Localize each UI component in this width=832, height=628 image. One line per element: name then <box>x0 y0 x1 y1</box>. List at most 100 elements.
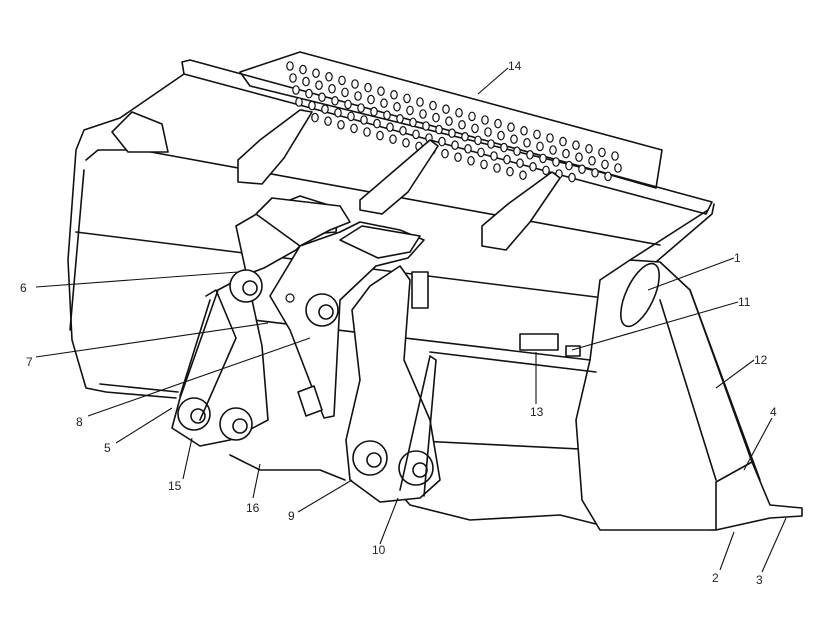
perforation-hole <box>334 108 342 118</box>
perforation-hole <box>549 145 557 155</box>
perforation-hole <box>611 151 619 161</box>
perforation-hole <box>448 128 456 138</box>
callout-8: 8 <box>76 415 83 429</box>
perforation-hole <box>350 123 358 134</box>
perforation-hole <box>542 165 550 176</box>
spill-guard <box>181 51 713 215</box>
callout-1: 1 <box>734 251 741 265</box>
perforation-hole <box>562 148 570 159</box>
perforation-hole <box>416 97 424 107</box>
leader-lines <box>35 67 787 573</box>
callout-7: 7 <box>26 355 33 369</box>
perforation-hole <box>507 122 515 132</box>
perforation-hole <box>363 127 371 137</box>
perforation-hole <box>559 136 567 147</box>
callout-4: 4 <box>770 405 777 419</box>
perforation-hole <box>451 140 459 150</box>
perforation-hole <box>568 172 576 183</box>
perforation-hole <box>585 144 593 154</box>
callout-11: 11 <box>738 295 751 309</box>
perforation-hole <box>490 151 498 161</box>
perforation-hole <box>604 171 612 182</box>
callout-10: 10 <box>372 543 386 557</box>
perforation-hole <box>435 124 443 135</box>
perforation-hole <box>510 134 518 144</box>
left-coupler <box>171 195 429 447</box>
perforation-hole <box>565 160 573 171</box>
perforation-hole <box>598 147 606 158</box>
perforation-hole <box>474 135 482 146</box>
perforation-hole <box>468 111 476 122</box>
perforation-hole <box>445 116 453 126</box>
perforation-hole <box>520 126 528 136</box>
callout-5: 5 <box>104 441 111 455</box>
perforation-hole <box>454 152 462 162</box>
perforation-hole <box>588 156 596 166</box>
perforation-hole <box>373 118 381 129</box>
perforation-hole <box>572 140 580 150</box>
perforation-hole <box>318 92 326 102</box>
perforation-hole <box>399 126 407 136</box>
perforation-hole <box>442 104 450 114</box>
perforation-hole <box>403 93 411 104</box>
rear-brackets <box>111 109 561 251</box>
perforation-hole <box>519 170 527 180</box>
perforation-hole <box>412 129 420 140</box>
perforation-hole <box>344 99 352 110</box>
perforation-hole <box>422 121 430 131</box>
perforation-hole <box>308 100 316 111</box>
perforation-hole <box>341 87 349 98</box>
perforation-hole <box>351 79 359 89</box>
perforation-hole <box>429 100 437 111</box>
perforation-hole <box>497 130 505 141</box>
callout-15: 15 <box>168 479 182 493</box>
perforation-hole <box>464 144 472 154</box>
perforation-hole <box>506 166 514 177</box>
perforation-hole <box>455 108 463 118</box>
perforation-hole <box>389 134 397 144</box>
perforation-hole <box>367 94 375 105</box>
callout-2: 2 <box>712 571 719 585</box>
perforation-hole <box>315 80 323 90</box>
perforation-hole <box>523 138 531 148</box>
perforation-hole <box>438 136 446 147</box>
perforation-hole <box>324 116 332 126</box>
perforation-hole <box>406 105 414 116</box>
perforation-hole <box>513 146 521 156</box>
perforation-hole <box>364 82 372 93</box>
perforation-hole <box>337 120 345 130</box>
callout-14: 14 <box>508 59 522 73</box>
perforation-hole <box>409 117 417 128</box>
perforation-hole <box>311 112 319 123</box>
perforation-hole <box>383 110 391 120</box>
perforation-hole <box>575 152 583 162</box>
perforation-hole <box>484 127 492 137</box>
right-coupler <box>345 265 581 503</box>
perforation-hole <box>516 158 524 168</box>
callout-6: 6 <box>20 281 27 295</box>
perforation-hole <box>377 86 385 96</box>
perforation-hole <box>338 75 346 86</box>
perforation-hole <box>536 141 544 152</box>
perforation-hole <box>487 139 495 149</box>
perforation-hole <box>500 142 508 153</box>
perforation-hole <box>471 123 479 134</box>
perforation-hole <box>292 85 300 95</box>
perforation-hole <box>360 115 368 125</box>
perforation-hole <box>533 129 541 140</box>
perforation-hole <box>458 120 466 130</box>
perforation-hole <box>390 90 398 100</box>
perforation-hole <box>347 111 355 122</box>
perforation-hole <box>552 157 560 167</box>
perforation-hole <box>480 159 488 170</box>
callout-16: 16 <box>246 501 260 515</box>
perforation-hole <box>376 130 384 141</box>
perforation-hole <box>305 88 313 99</box>
callout-3: 3 <box>756 573 763 587</box>
perforation-hole <box>481 115 489 125</box>
perforation-hole <box>494 118 502 129</box>
perforation-hole <box>386 122 394 132</box>
perforation-hole <box>614 163 622 173</box>
perforation-hole <box>286 61 294 71</box>
